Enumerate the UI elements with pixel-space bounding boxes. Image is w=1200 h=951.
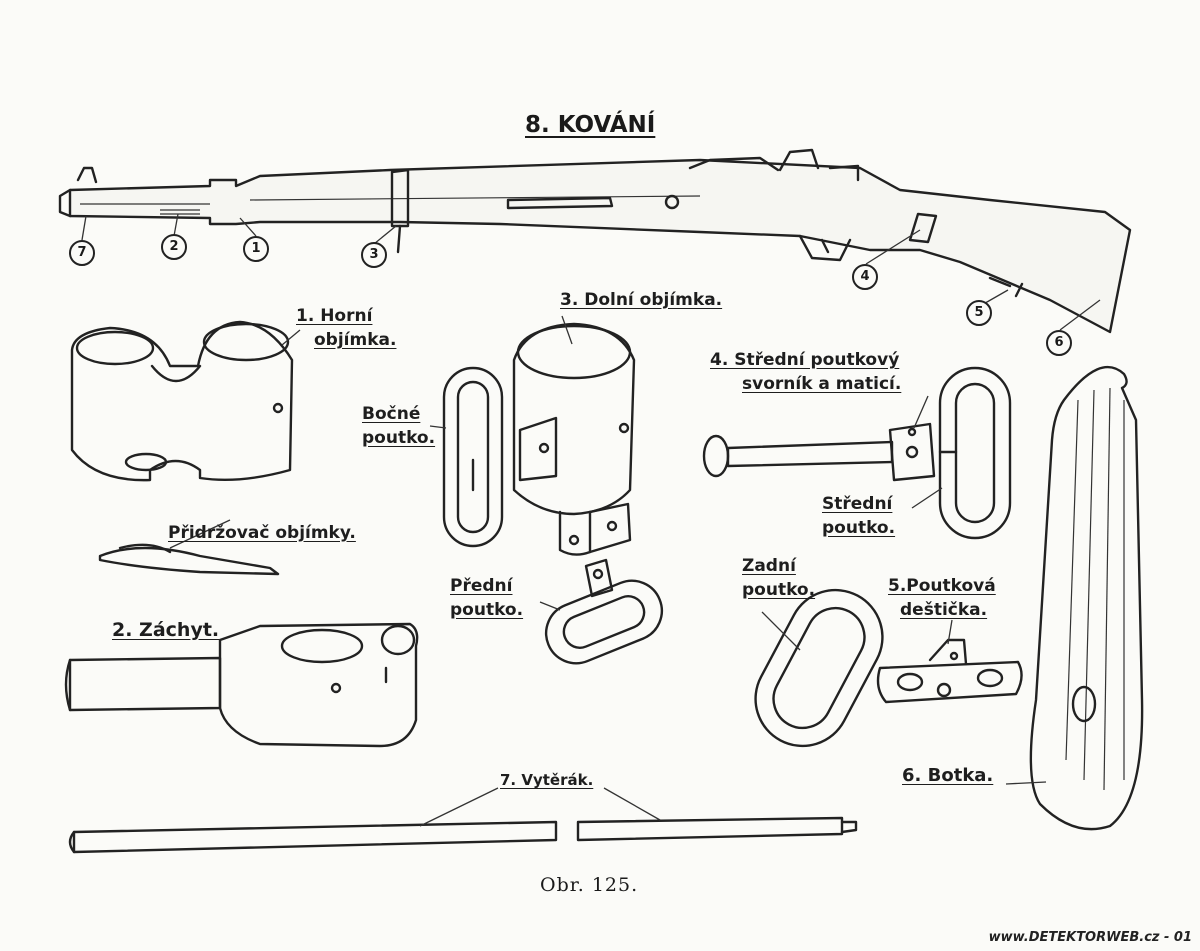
label-front-swivel-2: poutko.	[450, 600, 524, 620]
label-catch: 2. Záchyt.	[112, 619, 220, 641]
rifle-leaders	[81, 213, 1101, 331]
callout-3: 3	[361, 242, 387, 268]
lower-band-drawing	[512, 322, 636, 556]
callout-1: 1	[243, 236, 269, 262]
label-front-swivel-1: Přední	[450, 576, 513, 596]
label-rear-swivel-2: poutko.	[742, 580, 816, 600]
swivel-plate-drawing	[876, 619, 1023, 704]
catch-drawing	[64, 622, 419, 748]
cleaning-rod-drawing	[68, 787, 858, 854]
middle-swivel-drawing	[911, 366, 1012, 540]
label-upper-band-1: 1. Horní	[296, 306, 373, 326]
front-swivel-drawing	[539, 558, 664, 665]
label-swivel-plate-2: deštička.	[900, 600, 988, 620]
rifle-drawing	[58, 148, 1132, 334]
label-butt-plate: 6. Botka.	[902, 765, 994, 786]
callout-2: 2	[161, 234, 187, 260]
callout-6: 6	[1046, 330, 1072, 356]
callout-4: 4	[852, 264, 878, 290]
label-swivel-plate-1: 5.Poutková	[888, 576, 996, 596]
middle-swivel-bolt-drawing	[702, 422, 936, 482]
butt-plate-drawing	[1005, 365, 1144, 831]
label-side-swivel-2: poutko.	[362, 428, 436, 448]
figure-title: 8. KOVÁNÍ	[525, 112, 656, 138]
callout-7: 7	[69, 240, 95, 266]
band-retainer-drawing	[98, 519, 280, 576]
label-middle-swivel-2: poutko.	[822, 518, 896, 538]
watermark: www.DETEKTORWEB.cz - 01	[988, 930, 1192, 945]
label-lower-band: 3. Dolní objímka.	[560, 290, 723, 310]
label-rear-swivel-1: Zadní	[742, 556, 796, 576]
callout-5: 5	[966, 300, 992, 326]
label-swivel-bolt-2: svorník a maticí.	[742, 374, 902, 394]
label-swivel-bolt-1: 4. Střední poutkový	[710, 350, 900, 370]
label-band-retainer: Přidržovač objímky.	[168, 523, 356, 543]
figure-caption: Obr. 125.	[540, 874, 639, 896]
rear-swivel-drawing	[754, 588, 884, 748]
side-swivel-drawing	[429, 366, 504, 548]
upper-band-drawing	[70, 320, 294, 482]
label-upper-band-2: objímka.	[314, 330, 397, 350]
label-middle-swivel-1: Střední	[822, 494, 893, 514]
label-side-swivel-1: Bočné	[362, 404, 421, 424]
label-cleaning-rod: 7. Vytěrák.	[500, 771, 594, 789]
